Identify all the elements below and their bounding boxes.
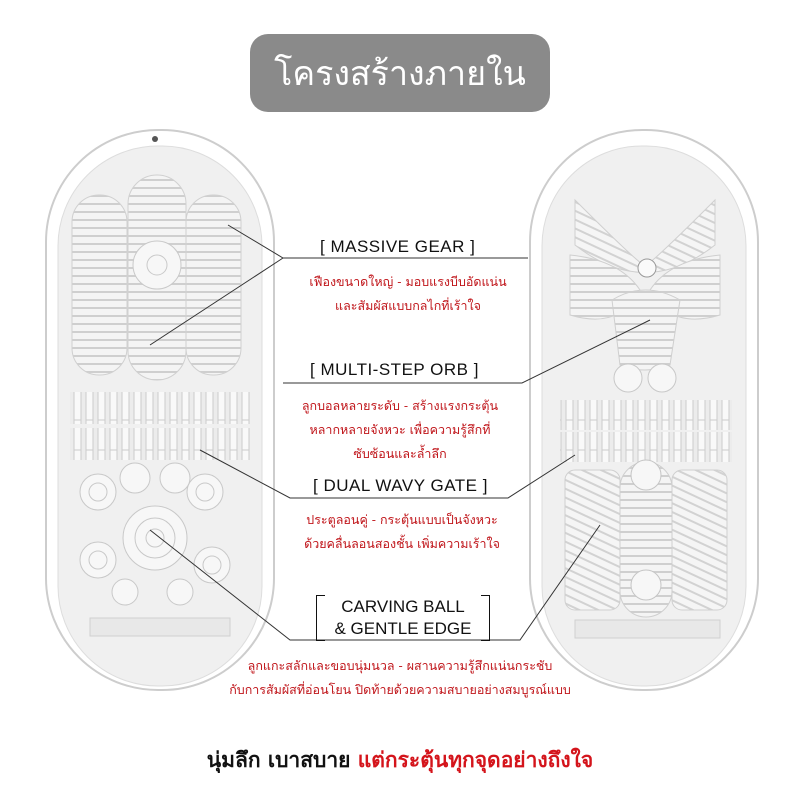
tagline: นุ่มลึก เบาสบาย แต่กระตุ้นทุกจุดอย่างถึง… — [0, 744, 800, 777]
feature-desc-carving-ball: ลูกแกะสลักและขอบนุ่มนวล - ผสานความรู้สึก… — [180, 654, 620, 702]
gate-teeth-lower-left — [70, 428, 250, 460]
gate-teeth-upper-right — [560, 400, 732, 430]
feature-title-line: & GENTLE EDGE — [334, 619, 472, 638]
leader-lines — [149, 224, 651, 641]
tagline-black: นุ่มลึก เบาสบาย — [206, 748, 358, 772]
right-cup-cutaway — [529, 129, 759, 691]
feature-title-carving-ball: CARVING BALL & GENTLE EDGE — [316, 595, 490, 641]
section-title-pill: โครงสร้างภายใน — [250, 34, 550, 112]
feature-title-dual-wavy-gate: [ DUAL WAVY GATE ] — [313, 476, 488, 495]
desc-line: ลูกบอลหลายระดับ - สร้างแรงกระตุ้น — [301, 398, 499, 413]
feature-desc-massive-gear: เฟืองขนาดใหญ่ - มอบแรงบีบอัดแน่น และสัมผ… — [288, 270, 528, 318]
feature-desc-dual-wavy-gate: ประตูลอนคู่ - กระตุ้นแบบเป็นจังหวะ ด้วยค… — [282, 508, 522, 556]
feature-desc-multi-step-orb: ลูกบอลหลายระดับ - สร้างแรงกระตุ้น หลากหล… — [280, 394, 520, 466]
desc-line: เฟืองขนาดใหญ่ - มอบแรงบีบอัดแน่น — [309, 274, 507, 289]
wavy-gate-right — [564, 459, 728, 618]
desc-line: หลากหลายจังหวะ เพื่อความรู้สึกที่ — [309, 422, 491, 437]
left-cup-cutaway — [45, 129, 275, 691]
desc-line: ลูกแกะสลักและขอบนุ่มนวล - ผสานความรู้สึก… — [247, 658, 553, 673]
feature-title-line: CARVING BALL — [341, 597, 465, 616]
multi-step-orb-right — [611, 289, 681, 393]
desc-line: ประตูลอนคู่ - กระตุ้นแบบเป็นจังหวะ — [306, 512, 498, 527]
feature-title-multi-step-orb: [ MULTI-STEP ORB ] — [310, 360, 479, 379]
tagline-red: แต่กระตุ้นทุกจุดอย่างถึงใจ — [357, 748, 594, 772]
desc-line: กับการสัมผัสที่อ่อนโยน ปิดท้ายด้วยความสบ… — [229, 682, 571, 697]
section-title: โครงสร้างภายใน — [274, 54, 526, 94]
carving-balls-left — [79, 462, 231, 606]
desc-line: ซับซ้อนและล้ำลึก — [353, 446, 447, 461]
massive-gear-left — [71, 174, 242, 381]
gate-teeth-upper-left — [70, 392, 250, 424]
desc-line: และสัมผัสแบบกลไกที่เร้าใจ — [335, 298, 481, 313]
desc-line: ด้วยคลื่นลอนสองชั้น เพิ่มความเร้าใจ — [304, 536, 500, 551]
feature-title-massive-gear: [ MASSIVE GEAR ] — [320, 237, 476, 256]
gate-teeth-lower-right — [560, 432, 732, 462]
